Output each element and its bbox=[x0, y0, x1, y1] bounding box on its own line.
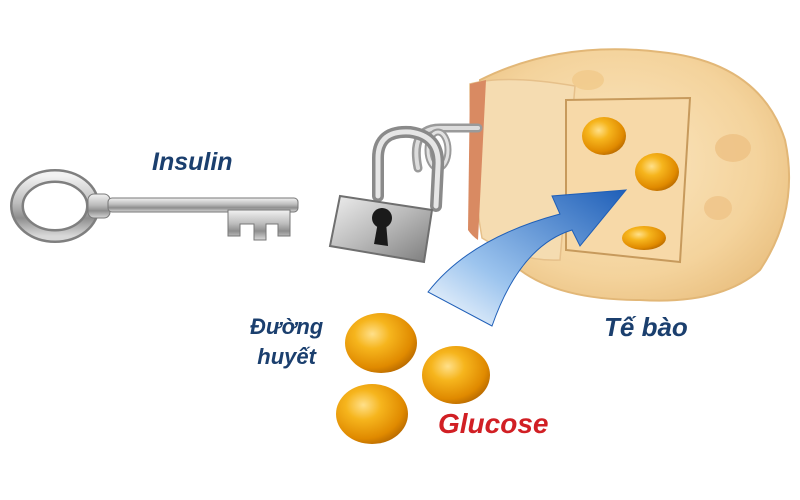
glucose-label: Glucose bbox=[438, 408, 549, 439]
glucose-molecules bbox=[336, 313, 490, 444]
insulin-label: Insulin bbox=[152, 148, 233, 176]
padlock-icon bbox=[328, 125, 445, 264]
arrow-icon bbox=[427, 189, 628, 327]
blood-glucose-label: Đường huyết bbox=[250, 312, 323, 372]
cell-icon bbox=[468, 48, 791, 302]
blood-glucose-label-line1: Đường bbox=[250, 314, 324, 339]
cell-label: Tế bào bbox=[604, 312, 688, 342]
glucose-molecule-icon bbox=[345, 313, 417, 373]
glucose-molecule-icon bbox=[422, 346, 490, 404]
glucose-inside-cell bbox=[582, 117, 679, 250]
blood-glucose-label-line2: huyết bbox=[257, 344, 316, 369]
key-icon bbox=[10, 169, 299, 243]
glucose-molecule-icon bbox=[336, 384, 408, 444]
